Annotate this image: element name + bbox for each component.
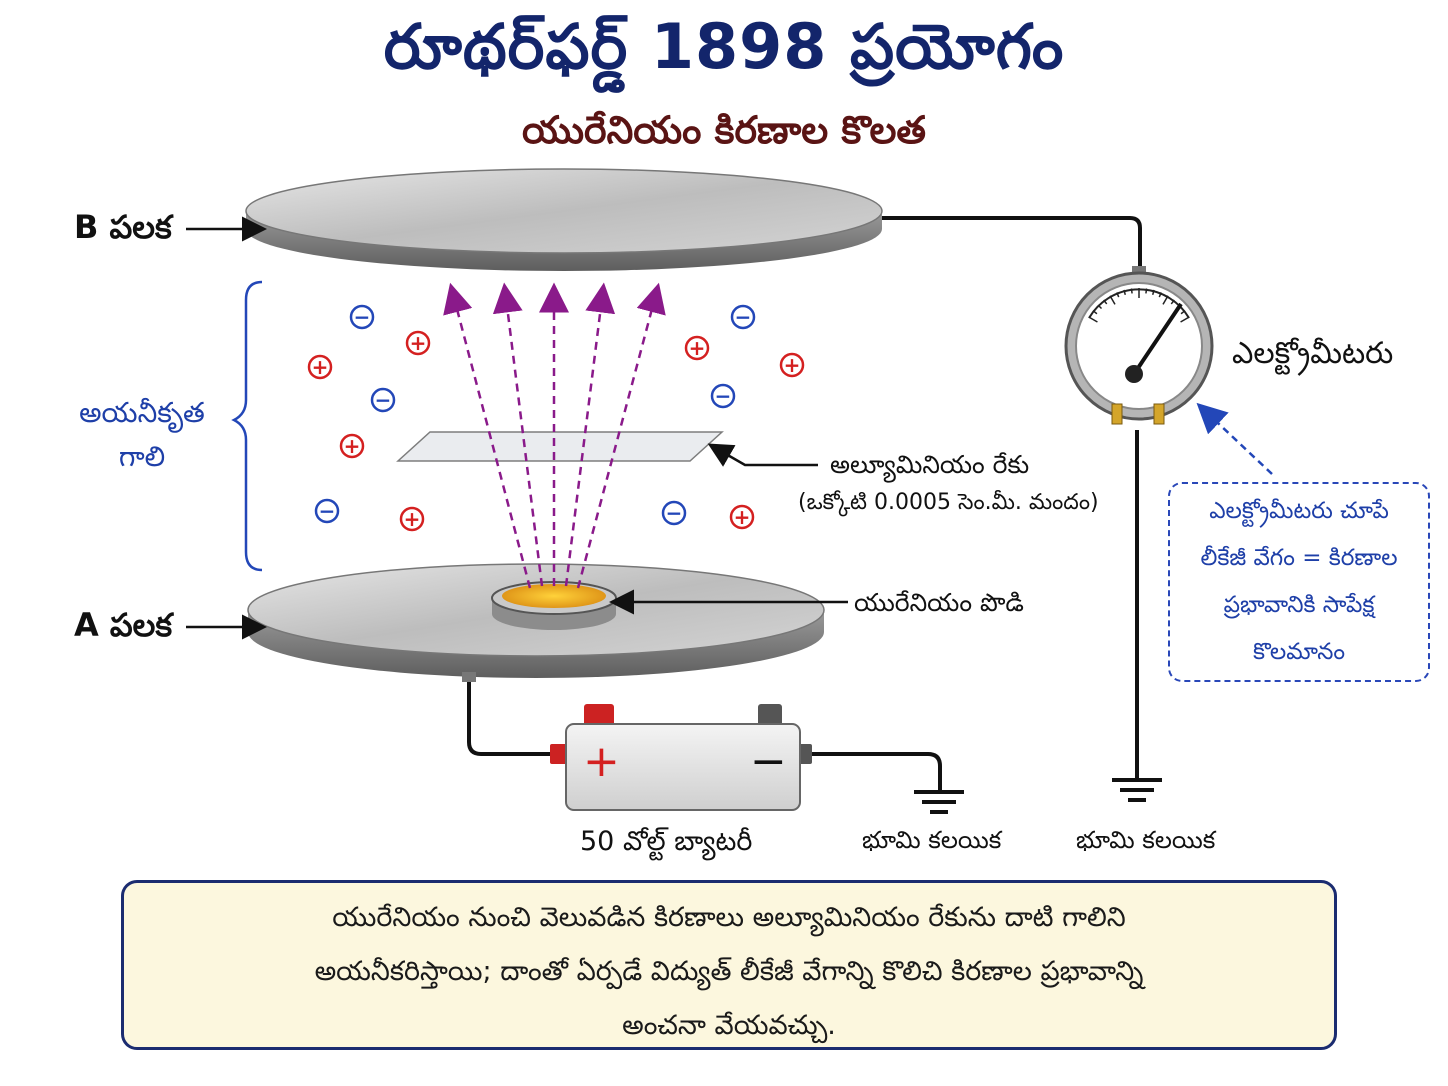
- positive-ion-sign: +: [734, 505, 751, 529]
- negative-ion: −: [661, 500, 687, 526]
- negative-ion-sign: −: [715, 384, 732, 408]
- caption-line-1: యురేనియం నుంచి వెలువడిన కిరణాలు అల్యూమిన…: [332, 902, 1126, 933]
- ionized-air-brace: [231, 280, 263, 572]
- caption-box: యురేనియం నుంచి వెలువడిన కిరణాలు అల్యూమిన…: [121, 880, 1337, 1050]
- positive-ion-sign: +: [410, 331, 427, 355]
- plate-b-label: B పలక: [74, 208, 172, 246]
- electrometer-needle: [1132, 302, 1183, 376]
- positive-ion: +: [399, 506, 425, 532]
- dial-tick: [1180, 310, 1186, 315]
- dial-tick: [1162, 295, 1169, 305]
- positive-ion-sign: +: [404, 507, 421, 531]
- positive-ion: +: [729, 504, 755, 530]
- dial-tick: [1130, 288, 1133, 294]
- battery: [550, 704, 812, 811]
- dial-tick: [1158, 292, 1162, 298]
- ionized-air-label: అయనీకృత గాలి: [62, 396, 222, 480]
- note-line-2: లీకేజీ వేగం = కిరణాల: [1200, 545, 1398, 571]
- aluminium-foil: [396, 431, 724, 462]
- ground-right-label: భూమి కలయిక: [1076, 826, 1216, 854]
- positive-ion-sign: +: [784, 353, 801, 377]
- ionized-air-label-line1: అయనీకృత: [79, 396, 205, 429]
- dial-tick: [1109, 295, 1116, 305]
- wire-plate-a-to-battery: [467, 676, 556, 756]
- negative-ion-sign: −: [666, 501, 683, 525]
- ground-symbol-left: [914, 790, 964, 814]
- caption-line-2: అయనీకరిస్తాయి; దాంతో ఏర్పడే విద్యుత్ లీక…: [314, 956, 1144, 987]
- dial-tick: [1180, 316, 1190, 323]
- negative-ion: −: [710, 383, 736, 409]
- negative-ion-sign: −: [375, 388, 392, 412]
- uranium-dish: [491, 581, 617, 630]
- ray-4: [564, 282, 616, 587]
- plate-a-label: A పలక: [74, 606, 173, 644]
- foil-label: అల్యూమినియం రేకు: [830, 450, 1030, 479]
- positive-ion: +: [779, 352, 805, 378]
- battery-minus-sign: −: [750, 736, 787, 787]
- note-line-4: కొలమానం: [1252, 639, 1346, 665]
- ray-5: [576, 282, 666, 589]
- ions: +++++++−−−−−−: [307, 304, 805, 532]
- electrometer-label: ఎలక్ట్రోమీటరు: [1232, 336, 1394, 371]
- dial-tick: [1088, 316, 1098, 323]
- radiation-rays: [443, 282, 666, 589]
- dial-tick: [1123, 289, 1127, 296]
- dial-tick: [1103, 299, 1108, 305]
- caption-line-3: అంచనా వేయవచ్చు.: [622, 1010, 836, 1041]
- positive-ion: +: [339, 433, 365, 459]
- positive-ion-sign: +: [312, 355, 329, 379]
- negative-ion: −: [370, 387, 396, 413]
- dial-tick: [1145, 288, 1148, 294]
- negative-ion-sign: −: [354, 305, 371, 329]
- negative-ion: −: [730, 304, 756, 330]
- uranium-powder-label: యురేనియం పొడి: [854, 588, 1024, 617]
- dial-tick: [1097, 304, 1103, 310]
- plate-b: [245, 168, 883, 271]
- ground-symbol-right: [1112, 778, 1162, 802]
- ray-1: [443, 282, 532, 589]
- electrometer: [1064, 266, 1214, 425]
- note-pointer: [1196, 402, 1273, 475]
- wire-plate-b-to-electrometer: [880, 216, 1142, 272]
- positive-ion: +: [684, 335, 710, 361]
- electrometer-note-box: ఎలక్ట్రోమీటరు చూపే లీకేజీ వేగం = కిరణాల …: [1168, 482, 1430, 682]
- positive-ion: +: [405, 330, 431, 356]
- battery-label: 50 వోల్ట్ బ్యాటరీ: [580, 826, 753, 857]
- negative-ion: −: [314, 498, 340, 524]
- positive-ion-sign: +: [689, 336, 706, 360]
- positive-ion: +: [307, 354, 333, 380]
- dial-tick: [1116, 292, 1120, 298]
- diagram-subtitle: యురేనియం కిరణాల కొలత: [522, 108, 926, 152]
- diagram-title: రూథర్‌ఫర్డ్ 1898 ప్రయోగం: [383, 10, 1065, 83]
- dial-tick: [1151, 289, 1155, 296]
- ray-2: [492, 282, 544, 587]
- battery-plus-sign: +: [583, 736, 620, 787]
- note-line-1: ఎలక్ట్రోమీటరు చూపే: [1209, 498, 1389, 524]
- wire-battery-to-ground: [806, 752, 942, 790]
- positive-ion-sign: +: [344, 434, 361, 458]
- dial-tick: [1092, 310, 1098, 315]
- ionized-air-label-line2: గాలి: [118, 440, 166, 473]
- negative-ion-sign: −: [735, 305, 752, 329]
- negative-ion: −: [349, 304, 375, 330]
- dial-tick: [1170, 299, 1175, 305]
- ground-left-label: భూమి కలయిక: [862, 826, 1002, 854]
- negative-ion-sign: −: [319, 499, 336, 523]
- foil-note: (ఒక్కోటి 0.0005 సెం.మీ. మందం): [798, 490, 1099, 515]
- note-line-3: ప్రభావానికి సాపేక్ష: [1223, 592, 1375, 618]
- foil-pointer: [707, 443, 818, 467]
